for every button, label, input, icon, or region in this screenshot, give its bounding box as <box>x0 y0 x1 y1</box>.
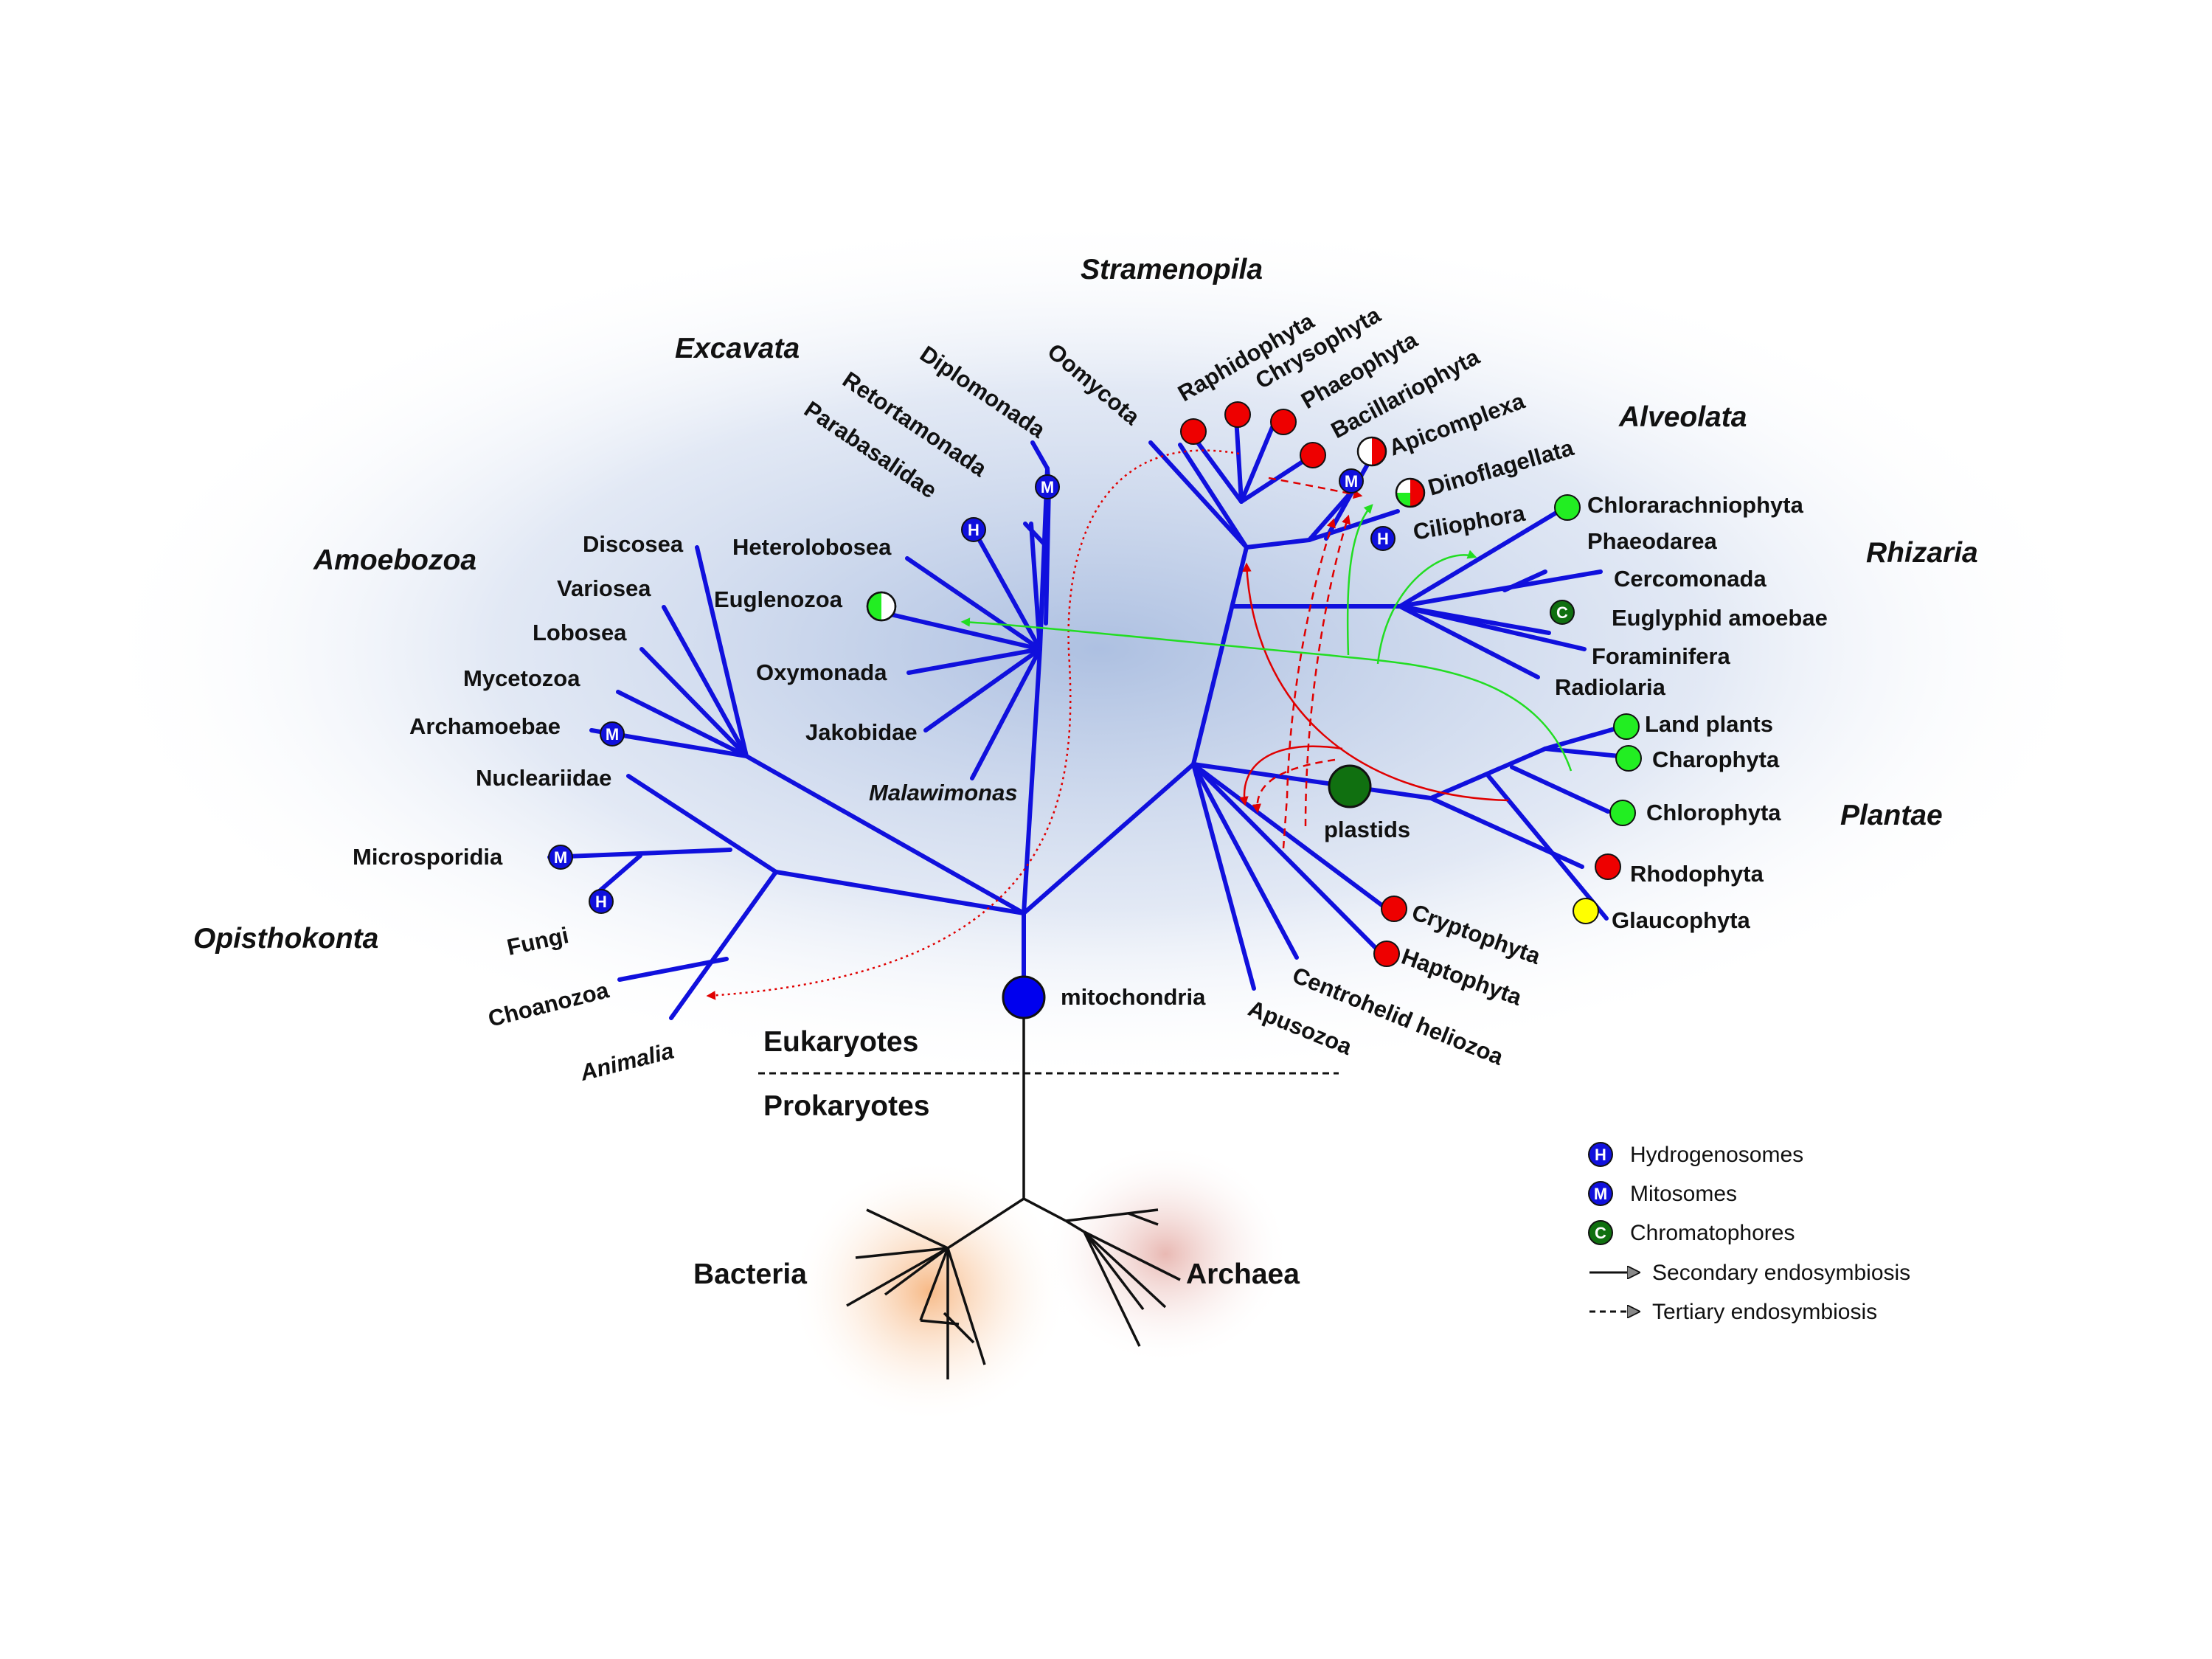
green-plastid-chlorophyta <box>1609 800 1636 826</box>
svg-text:Hydrogenosomes: Hydrogenosomes <box>1630 1143 1803 1167</box>
label-cercomonada: Cercomonada <box>1614 566 1767 592</box>
label-opisthokonta: Opisthokonta <box>193 923 378 955</box>
label-foraminifera: Foraminifera <box>1592 643 1731 669</box>
label-bacteria: Bacteria <box>693 1258 807 1290</box>
label-phaeodarea: Phaeodarea <box>1587 528 1718 554</box>
svg-text:M: M <box>1041 478 1054 496</box>
domain-labels: Eukaryotes Prokaryotes Bacteria Archaea <box>693 1026 1300 1290</box>
legend-tertiary-endosymbiosis: Tertiary endosymbiosis <box>1589 1300 1877 1324</box>
organelle-markers: M H M M H H M C <box>548 401 1642 1019</box>
label-lobosea: Lobosea <box>533 620 627 645</box>
label-mitochondria: mitochondria <box>1061 984 1206 1010</box>
hydrogenosome-marker-parabasalidae: H <box>961 517 986 542</box>
label-microsporidia: Microsporidia <box>353 844 503 870</box>
label-chlorophyta: Chlorophyta <box>1646 800 1781 825</box>
svg-text:C: C <box>1595 1224 1606 1242</box>
mitosome-marker-archamoebae: M <box>600 721 625 747</box>
label-jakobidae: Jakobidae <box>805 719 918 745</box>
svg-text:H: H <box>968 521 980 539</box>
mitosome-marker-diplomonada: M <box>1035 474 1060 499</box>
svg-text:Mitosomes: Mitosomes <box>1630 1182 1737 1206</box>
svg-text:M: M <box>606 725 619 744</box>
label-discosea: Discosea <box>583 531 684 557</box>
half-green-plastid-euglenozoa <box>866 591 897 622</box>
archaea-halo <box>1040 1143 1291 1365</box>
label-stramenopila: Stramenopila <box>1081 254 1263 285</box>
label-excavata: Excavata <box>675 333 800 364</box>
label-euglyphid-amoebae: Euglyphid amoebae <box>1612 605 1828 631</box>
label-variosea: Variosea <box>557 575 651 601</box>
plastids-marker <box>1328 764 1372 808</box>
red-plastid-bacillariophyta <box>1300 442 1326 468</box>
label-prokaryotes: Prokaryotes <box>763 1090 929 1122</box>
legend-chromatophores: C Chromatophores <box>1588 1220 1795 1245</box>
svg-text:M: M <box>1345 472 1358 491</box>
svg-text:M: M <box>1594 1185 1607 1203</box>
label-rhodophyta: Rhodophyta <box>1630 861 1764 887</box>
red-plastid-haptophyta <box>1373 941 1400 967</box>
label-nucleariidae: Nucleariidae <box>476 765 611 791</box>
svg-text:Secondary endosymbiosis: Secondary endosymbiosis <box>1652 1261 1910 1285</box>
legend-mitosomes: M Mitosomes <box>1588 1181 1737 1206</box>
svg-text:H: H <box>1595 1146 1606 1164</box>
label-land-plants: Land plants <box>1645 711 1773 737</box>
label-charophyta: Charophyta <box>1652 747 1780 772</box>
label-malawimonas: Malawimonas <box>869 780 1018 806</box>
label-plastids: plastids <box>1324 817 1410 842</box>
red-plastid-phaeophyta <box>1270 409 1297 435</box>
glaucophyte-plastid <box>1573 898 1599 924</box>
label-glaucophyta: Glaucophyta <box>1612 907 1751 933</box>
label-eukaryotes: Eukaryotes <box>763 1026 918 1058</box>
red-plastid-raphidophyta <box>1180 418 1207 445</box>
label-chlorarachniophyta: Chlorarachniophyta <box>1587 492 1804 518</box>
label-mycetozoa: Mycetozoa <box>463 665 580 691</box>
mixed-plastid-dinoflagellata <box>1395 477 1426 508</box>
legend-secondary-endosymbiosis: Secondary endosymbiosis <box>1589 1261 1910 1285</box>
half-red-plastid-apicomplexa <box>1356 436 1387 467</box>
label-amoebozoa: Amoebozoa <box>313 544 476 576</box>
prokaryote-branches <box>846 1013 1181 1379</box>
mitochondria-marker <box>1002 975 1046 1019</box>
endosymbiosis-arrows <box>706 449 1573 1000</box>
label-animalia: Animalia <box>577 1038 676 1086</box>
chromatophore-marker-euglyphid: C <box>1550 600 1575 625</box>
red-plastid-cryptophyta <box>1381 896 1407 922</box>
mitosome-marker-microsporidia: M <box>548 845 573 870</box>
label-plantae: Plantae <box>1840 800 1943 831</box>
red-plastid-chrysophyta <box>1224 401 1251 428</box>
red-plastid-rhodophyta <box>1595 853 1621 880</box>
svg-text:C: C <box>1556 603 1568 622</box>
label-euglenozoa: Euglenozoa <box>714 586 843 612</box>
label-heterolobosea: Heterolobosea <box>732 534 892 560</box>
supergroup-labels: Stramenopila Excavata Alveolata Amoebozo… <box>193 254 1978 955</box>
label-archaea: Archaea <box>1186 1258 1300 1290</box>
bacteria-halo <box>789 1158 1069 1424</box>
hydrogenosome-marker-ciliophora: H <box>1370 526 1395 551</box>
legend-hydrogenosomes: H Hydrogenosomes <box>1588 1142 1803 1167</box>
svg-text:Tertiary endosymbiosis: Tertiary endosymbiosis <box>1652 1300 1877 1324</box>
green-plastid-chlorarachniophyta <box>1554 494 1581 521</box>
hydrogenosome-marker-fungi: H <box>589 889 614 914</box>
eukaryote-halo <box>89 214 2109 1084</box>
label-alveolata: Alveolata <box>1618 401 1747 433</box>
label-radiolaria: Radiolaria <box>1555 674 1666 700</box>
label-rhizaria: Rhizaria <box>1866 537 1978 569</box>
svg-text:Chromatophores: Chromatophores <box>1630 1221 1795 1245</box>
label-archamoebae: Archamoebae <box>409 713 561 739</box>
green-plastid-charophyta <box>1615 745 1642 772</box>
green-plastid-land-plants <box>1613 713 1640 740</box>
svg-text:H: H <box>1377 530 1389 548</box>
svg-text:H: H <box>595 893 607 911</box>
legend: H Hydrogenosomes M Mitosomes C Chromatop… <box>1588 1142 1910 1324</box>
mitosome-marker-apicomplexa: M <box>1339 468 1364 493</box>
svg-text:M: M <box>554 848 567 867</box>
label-oxymonada: Oxymonada <box>756 659 887 685</box>
